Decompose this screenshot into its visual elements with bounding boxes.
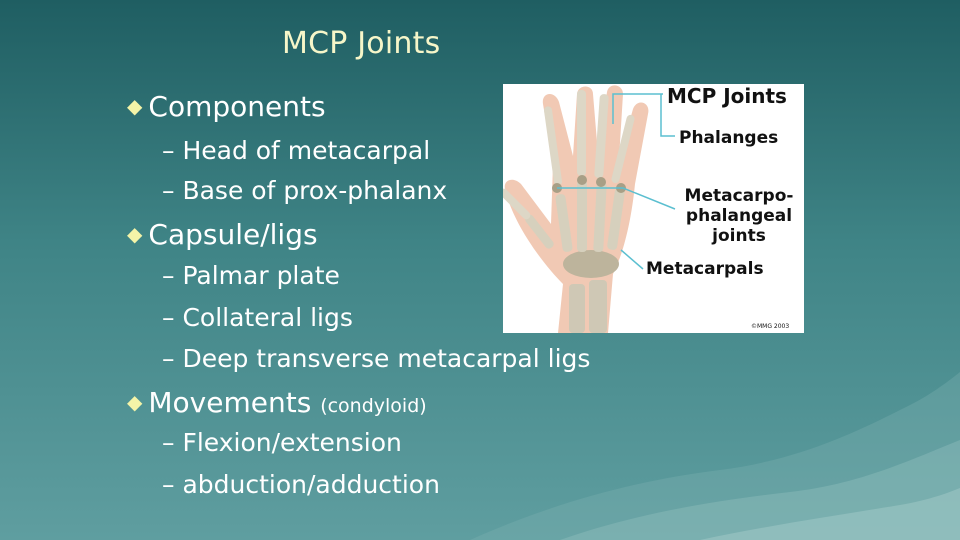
bullet-movements: ◆Movements (condyloid) — [127, 386, 427, 419]
bullet-components: ◆Components — [127, 90, 326, 123]
bullet-label: Capsule/ligs — [148, 218, 318, 251]
label-metacarpals: Metacarpals — [646, 259, 764, 279]
subitem-head-of-metacarpal: – Head of metacarpal — [162, 136, 431, 165]
label-metacarpophalangeal-joints: Metacarpo- phalangeal joints — [679, 186, 799, 246]
subitem-abduction-adduction: – abduction/adduction — [162, 470, 440, 499]
slide-title: MCP Joints — [282, 26, 441, 61]
figure-copyright: ©MMG 2003 — [751, 323, 790, 330]
diamond-bullet-icon: ◆ — [127, 94, 143, 118]
hand-skeleton-illustration-icon — [503, 85, 676, 333]
subitem-base-of-prox-phalanx: – Base of prox-phalanx — [162, 176, 448, 205]
label-line: phalangeal — [685, 206, 793, 226]
hand-anatomy-figure: MCP Joints Phalanges Metacarpo- phalange… — [503, 84, 804, 333]
label-phalanges: Phalanges — [679, 128, 779, 148]
bullet-label: Movements — [148, 386, 312, 419]
figure-title: MCP Joints — [667, 84, 787, 108]
subitem-palmar-plate: – Palmar plate — [162, 261, 340, 290]
diamond-bullet-icon: ◆ — [127, 222, 143, 246]
subitem-deep-transverse-metacarpal-ligs: – Deep transverse metacarpal ligs — [162, 344, 591, 373]
bullet-note: (condyloid) — [320, 395, 427, 417]
subitem-collateral-ligs: – Collateral ligs — [162, 303, 353, 332]
label-line: Metacarpo- — [684, 186, 794, 206]
diamond-bullet-icon: ◆ — [127, 390, 143, 414]
label-line: joints — [712, 226, 766, 246]
subitem-flexion-extension: – Flexion/extension — [162, 428, 402, 457]
bullet-label: Components — [148, 90, 326, 123]
bullet-capsule-ligs: ◆Capsule/ligs — [127, 218, 318, 251]
